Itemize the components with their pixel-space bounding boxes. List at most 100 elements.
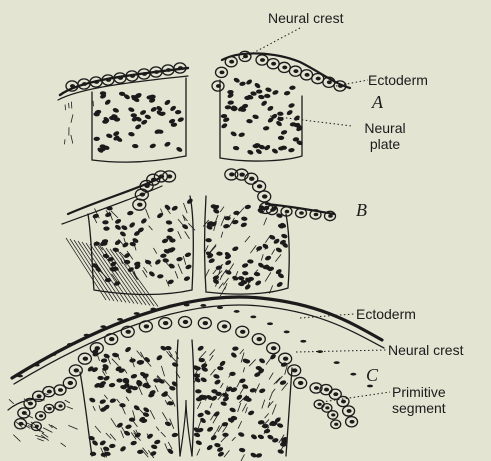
panel-c-left-hatch — [161, 432, 166, 437]
panel-c-right-hatch — [198, 420, 201, 429]
leader-neural-crest-c — [296, 350, 386, 352]
panel-c-right-nucleus — [206, 426, 214, 433]
panel-b-left-hatch — [143, 267, 147, 273]
panel-a-right-plate-nucleus — [246, 119, 253, 124]
panel-a-left-ectoderm-nucleus — [130, 74, 135, 78]
panel-c-left-nucleus — [97, 376, 104, 380]
panel-c-tube-right-inner — [192, 340, 194, 456]
panel-c-left-nucleus — [103, 375, 111, 382]
panel-b-left-nucleus — [186, 198, 194, 205]
panel-b-left-nucleus — [103, 227, 109, 231]
panel-c-left-nucleus — [171, 362, 178, 368]
panel-c-right-nucleus — [239, 447, 246, 452]
panel-c-left-nucleus — [99, 439, 107, 446]
panel-c-left-nucleus — [101, 358, 108, 363]
panel-b-right-ectoderm-nucleus — [328, 214, 333, 218]
panel-c-right-hatch — [269, 393, 272, 400]
panel-b-right-fold-nucleus — [262, 194, 267, 198]
panel-c-right-nucleus — [213, 373, 220, 379]
panel-a-left-plate-nucleus — [164, 99, 172, 106]
leader-neural-plate — [270, 116, 352, 126]
panel-letter-a: A — [372, 94, 383, 110]
panel-c-right-hatch — [242, 404, 246, 412]
panel-a-hatch — [64, 139, 65, 144]
panel-c-left-hatch — [165, 443, 168, 450]
panel-c-left-hatch — [124, 369, 127, 374]
panel-c-right-nucleus — [247, 410, 255, 416]
panel-c-tube-left-outer — [80, 372, 92, 456]
panel-b-left-hatch — [153, 248, 156, 254]
panel-c-right-hatch — [210, 349, 215, 355]
panel-c-right-hatch — [249, 359, 256, 366]
panel-c-right-hatch — [238, 421, 242, 429]
panel-b-right-nucleus — [244, 283, 252, 290]
panel-c-crest-row-nucleus — [203, 321, 208, 325]
panel-b-right-hatch — [229, 263, 234, 271]
panel-c-crest-row-nucleus — [283, 357, 288, 361]
panel-a-right-plate-nucleus — [230, 131, 238, 138]
panel-b-right-nucleus — [254, 272, 261, 277]
panel-b-right-nucleus — [247, 259, 254, 264]
panel-b-right-hatch — [223, 278, 228, 285]
panel-c-right-segment-inner-nucleus — [334, 423, 338, 426]
panel-c-left-hatch — [138, 385, 142, 395]
panel-c-left-hatch — [161, 366, 164, 376]
panel-a-right-ectoderm-nucleus — [282, 66, 287, 70]
panel-a-left-ectoderm-nucleus — [166, 68, 171, 72]
panel-c-right-nucleus — [259, 388, 266, 394]
panel-c-left-nucleus — [119, 445, 127, 452]
panel-c-right-hatch — [265, 413, 269, 418]
panel-a-right-plate-nucleus — [263, 126, 270, 131]
panel-c-left-mesenchyme — [9, 399, 14, 404]
panel-c-left-hatch — [156, 427, 159, 431]
panel-b-left-hatch — [178, 219, 185, 227]
panel-c-right-nucleus — [238, 431, 245, 437]
panel-a-right-plate-nucleus — [275, 120, 283, 127]
panel-c-ectoderm-nucleus — [167, 305, 173, 308]
panel-c-crest-row-nucleus — [83, 357, 88, 361]
panel-a-drawing — [58, 51, 350, 162]
panel-c-ectoderm-nucleus — [267, 322, 273, 325]
panel-b-right-hatch — [261, 254, 263, 260]
panel-a-left-plate-nucleus — [164, 141, 172, 148]
panel-c-left-hatch — [126, 397, 129, 401]
panel-c-left-hatch — [95, 426, 101, 433]
panel-c-right-segment-nucleus — [347, 409, 352, 413]
panel-b-left-hatch — [183, 256, 185, 265]
panel-b-left-nucleus — [114, 224, 122, 231]
panel-c-left-nucleus — [109, 383, 116, 388]
panel-c-right-hatch — [237, 380, 241, 387]
panel-a-right-plate-nucleus — [284, 90, 291, 95]
panel-c-right-hatch — [210, 403, 212, 408]
panel-b-right-hatch — [225, 283, 227, 289]
panel-b-right-nucleus — [244, 204, 251, 210]
panel-c-right-segment-nucleus — [324, 388, 329, 392]
panel-b-drawing — [62, 169, 336, 296]
panel-c-right-hatch — [269, 373, 273, 380]
panel-b-right-nucleus — [240, 222, 248, 228]
panel-c-ectoderm-nucleus — [250, 315, 256, 318]
panel-c-right-nucleus — [197, 345, 205, 352]
panel-b-right-hatch — [213, 269, 217, 274]
panel-c-right-segment-nucleus — [333, 392, 338, 396]
panel-b-left-nucleus — [114, 218, 122, 225]
panel-b-right-hatch — [264, 218, 267, 225]
panel-b-left-hatch — [149, 226, 153, 230]
panel-a-right-plate-nucleus — [245, 78, 253, 85]
panel-c-ectoderm-nucleus — [34, 364, 40, 367]
panel-c-left-segment-nucleus — [37, 394, 42, 398]
panel-c-right-nucleus — [206, 444, 214, 451]
panel-c-right-hatch — [266, 357, 272, 365]
panel-a-right-plate-nucleus — [286, 109, 294, 116]
panel-c-left-segment-nucleus — [58, 388, 63, 392]
panel-b-left-hatch — [111, 211, 118, 218]
panel-b-left-hatch — [178, 264, 182, 274]
panel-c-crest-row-nucleus — [292, 368, 297, 372]
panel-a-left-ectoderm-nucleus — [70, 84, 75, 88]
panel-c-left-nucleus — [109, 444, 116, 449]
panel-c-left-nucleus — [171, 432, 178, 437]
panel-a-right-plate-nucleus — [289, 85, 296, 90]
panel-c-left-mesenchyme — [43, 428, 52, 433]
panel-b-right-nucleus — [223, 224, 230, 229]
panel-c-right-nucleus — [279, 380, 286, 386]
